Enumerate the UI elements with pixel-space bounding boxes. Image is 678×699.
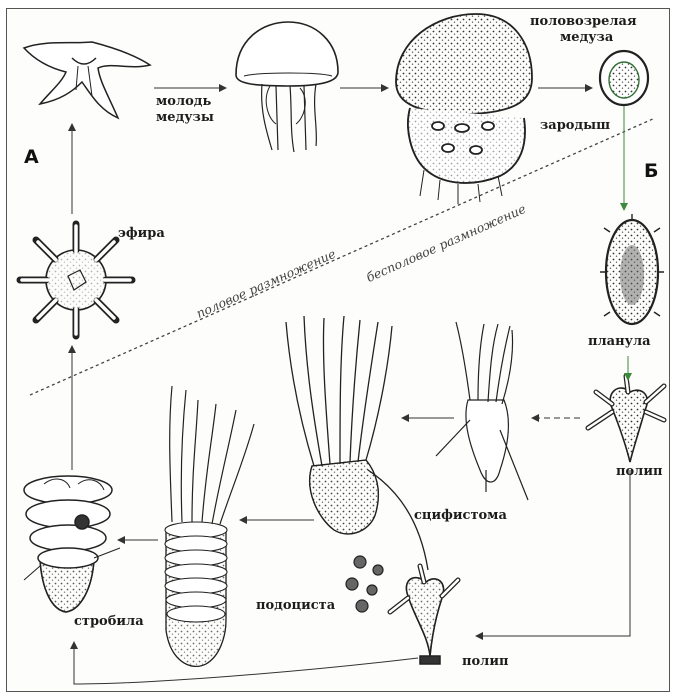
label-young-medusa-2: медузы [156, 110, 214, 125]
label-polyp-bottom: полип [462, 654, 509, 669]
scyphistoma-small [436, 322, 528, 500]
strobila-small [24, 476, 120, 612]
label-embryo: зародыш [540, 118, 610, 133]
marker-a: А [24, 146, 39, 168]
arrow-bottom-polyp-to-strobila [74, 642, 418, 684]
scyphistoma-large [286, 316, 428, 570]
label-polyp-top: полип [616, 464, 663, 479]
arrow-polyp-to-bottom-polyp [476, 470, 630, 636]
label-strobila: стробила [74, 614, 144, 629]
podocyst-cluster [346, 556, 383, 612]
ephyra [20, 224, 132, 336]
divider-line [30, 118, 655, 395]
young-medusa-small [24, 42, 150, 118]
young-medusa [236, 22, 338, 152]
label-planula: планула [588, 334, 651, 349]
planula [600, 214, 664, 324]
adult-medusa [396, 14, 532, 204]
polyp-top [588, 376, 664, 462]
label-podocyst: подоциста [256, 598, 335, 613]
label-scyphistoma: сцифистома [414, 508, 507, 523]
strobila-tall [165, 386, 254, 666]
marker-b: Б [644, 160, 658, 182]
label-young-medusa-1: молодь [156, 94, 211, 109]
label-adult-medusa-2: медуза [560, 30, 613, 45]
embryo [600, 51, 648, 105]
label-adult-medusa-1: половозрелая [530, 14, 637, 29]
label-ephyra: эфира [118, 226, 165, 241]
polyp-bottom [390, 566, 458, 664]
